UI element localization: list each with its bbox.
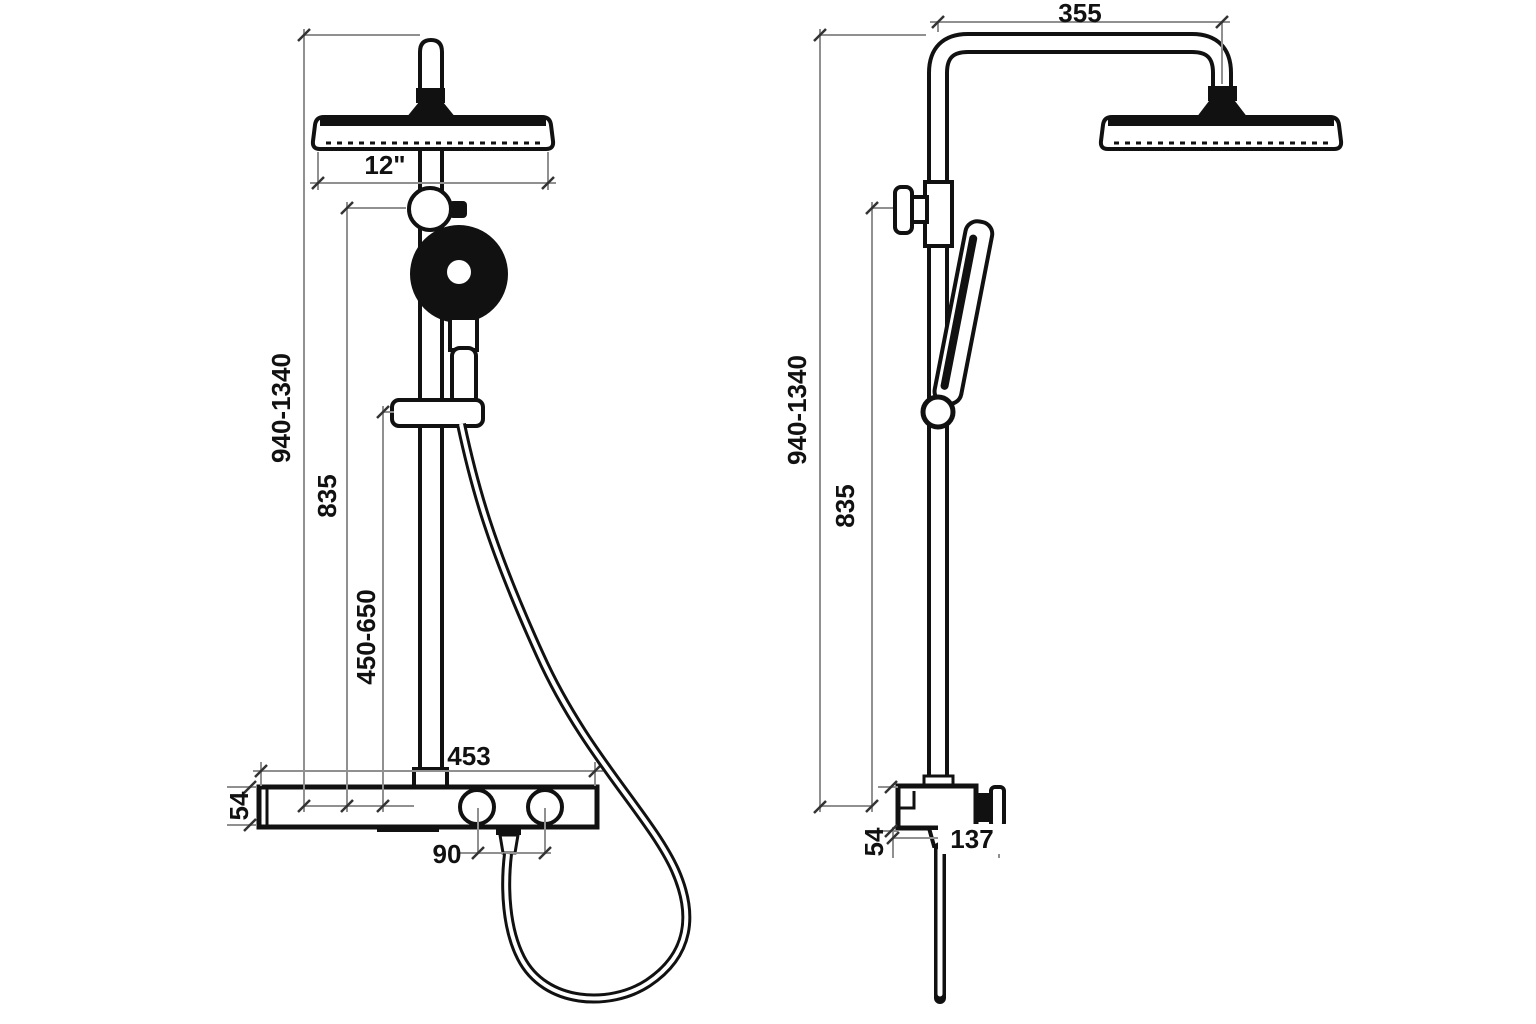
dim-label-head-width: 12" [364,150,406,180]
dim-label-arm-reach: 355 [1058,0,1102,28]
slide-bracket-front [390,398,485,428]
dim-front-bracket-lines [346,202,406,812]
wall-bracket-knob-side [893,185,914,235]
wall-bracket-knob-front [449,201,467,218]
rail-sleeve-side [923,180,954,248]
head-cone-front [406,102,456,118]
head-cone-side [1196,101,1248,118]
dim-side-height-lines [819,29,926,812]
wall-bracket-front [407,186,453,232]
dim-label-valve-depth: 137 [938,824,1006,854]
dim-side-bracket-lines [871,202,893,812]
front-dimension-ticks [243,28,602,860]
dim-label-side-bracket-height: 835 [830,484,860,528]
side-view-drawing [893,32,1344,1004]
dim-label-front-height: 940-1340 [266,353,296,463]
hand-shower-face-center [447,260,471,284]
side-dimension-lines [819,21,1230,858]
dim-label-knob-spacing: 90 [432,839,462,869]
slide-bracket-side [920,394,956,430]
dim-valve-height-lines [878,786,898,832]
valve-endcap-side [989,785,1006,829]
head-connector-front [416,88,445,103]
dim-label-shelf-height: 54 [224,791,254,821]
shelf-underside-detail [377,825,439,832]
wall-bracket-mid-side [910,195,929,224]
dim-shelf-height-lines [227,786,257,826]
head-connector-side [1208,86,1237,101]
dim-label-shelf-width: 453 [447,741,491,771]
dim-label-side-height: 940-1340 [782,355,812,465]
hand-shower-handle-front [450,346,478,407]
dim-shelf-width-lines [253,762,603,786]
hose-connector-front-nut [496,826,521,835]
side-dimension-ticks [813,15,1229,845]
front-dimension-lines [227,29,603,854]
shower-hose-front [456,422,692,1004]
dim-label-front-handset-height: 450-650 [351,589,381,685]
dim-front-handset-lines [382,406,394,812]
valve-body-inner-line [900,791,916,810]
dim-label-front-bracket-height: 835 [312,474,342,518]
dim-front-height-lines [303,29,420,812]
dim-knob-spacing-lines [458,808,551,854]
hose-connector-front [498,833,520,855]
hand-shower-neck [448,316,479,352]
hand-shower-side [932,219,995,406]
valve-knob-side [976,793,992,822]
riser-and-arm-side [927,32,1233,786]
dim-label-valve-height: 54 [859,827,889,857]
front-view-drawing [256,37,600,855]
